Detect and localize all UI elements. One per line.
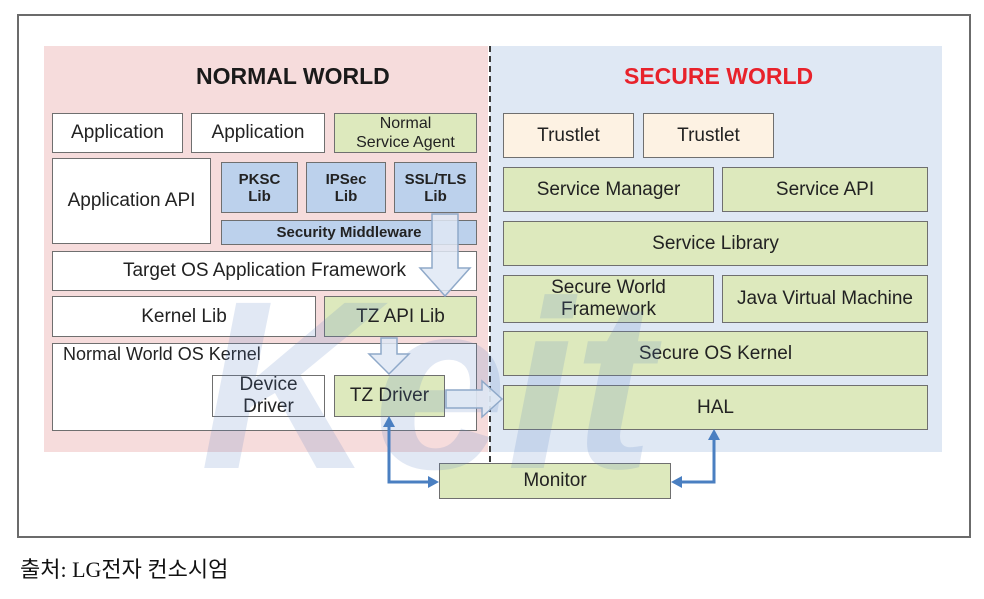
world-divider (489, 46, 491, 462)
ipsec-lib-box: IPSec Lib (306, 162, 386, 213)
monitor-connector-arrowhead-left (428, 476, 439, 488)
tzdriver-monitor-connector (387, 420, 434, 484)
java-virtual-machine-box: Java Virtual Machine (722, 275, 928, 323)
hal-monitor-connector (676, 433, 716, 484)
ssl-tls-lib-box: SSL/TLS Lib (394, 162, 477, 213)
tzdriver-to-hal-arrow (445, 379, 504, 419)
normal-service-agent-box: Normal Service Agent (334, 113, 477, 153)
device-driver-box: Device Driver (212, 374, 325, 417)
watermark: Keit (200, 251, 662, 519)
application-box-1: Application (52, 113, 183, 153)
ssl-to-tzapi-arrow (418, 213, 472, 298)
monitor-box: Monitor (439, 463, 671, 499)
trustlet-box-2: Trustlet (643, 113, 774, 158)
service-api-box: Service API (722, 167, 928, 212)
trustlet-box-1: Trustlet (503, 113, 634, 158)
hal-connector-arrowhead-up (708, 429, 720, 440)
secure-world-title: SECURE WORLD (624, 63, 814, 89)
application-api-box: Application API (52, 158, 211, 244)
kernel-lib-box: Kernel Lib (52, 296, 316, 337)
application-box-2: Application (191, 113, 325, 153)
tz-api-lib-box: TZ API Lib (324, 296, 477, 337)
normal-world-title: NORMAL WORLD (196, 63, 390, 89)
caption: 출처: LG전자 컨소시엄 (20, 557, 229, 582)
secure-os-kernel-box: Secure OS Kernel (503, 331, 928, 376)
target-os-framework-box: Target OS Application Framework (52, 251, 477, 291)
pksc-lib-box: PKSC Lib (221, 162, 298, 213)
tz-driver-box: TZ Driver (334, 375, 445, 417)
hal-box: HAL (503, 385, 928, 430)
service-library-box: Service Library (503, 221, 928, 266)
normal-world-os-kernel-label: Normal World OS Kernel (63, 344, 261, 364)
monitor-connector-arrowhead-right (671, 476, 682, 488)
tzdriver-connector-arrowhead-up (383, 416, 395, 427)
service-manager-box: Service Manager (503, 167, 714, 212)
tzapi-to-tzdriver-arrow (367, 337, 411, 376)
secure-world-framework-box: Secure World Framework (503, 275, 714, 323)
